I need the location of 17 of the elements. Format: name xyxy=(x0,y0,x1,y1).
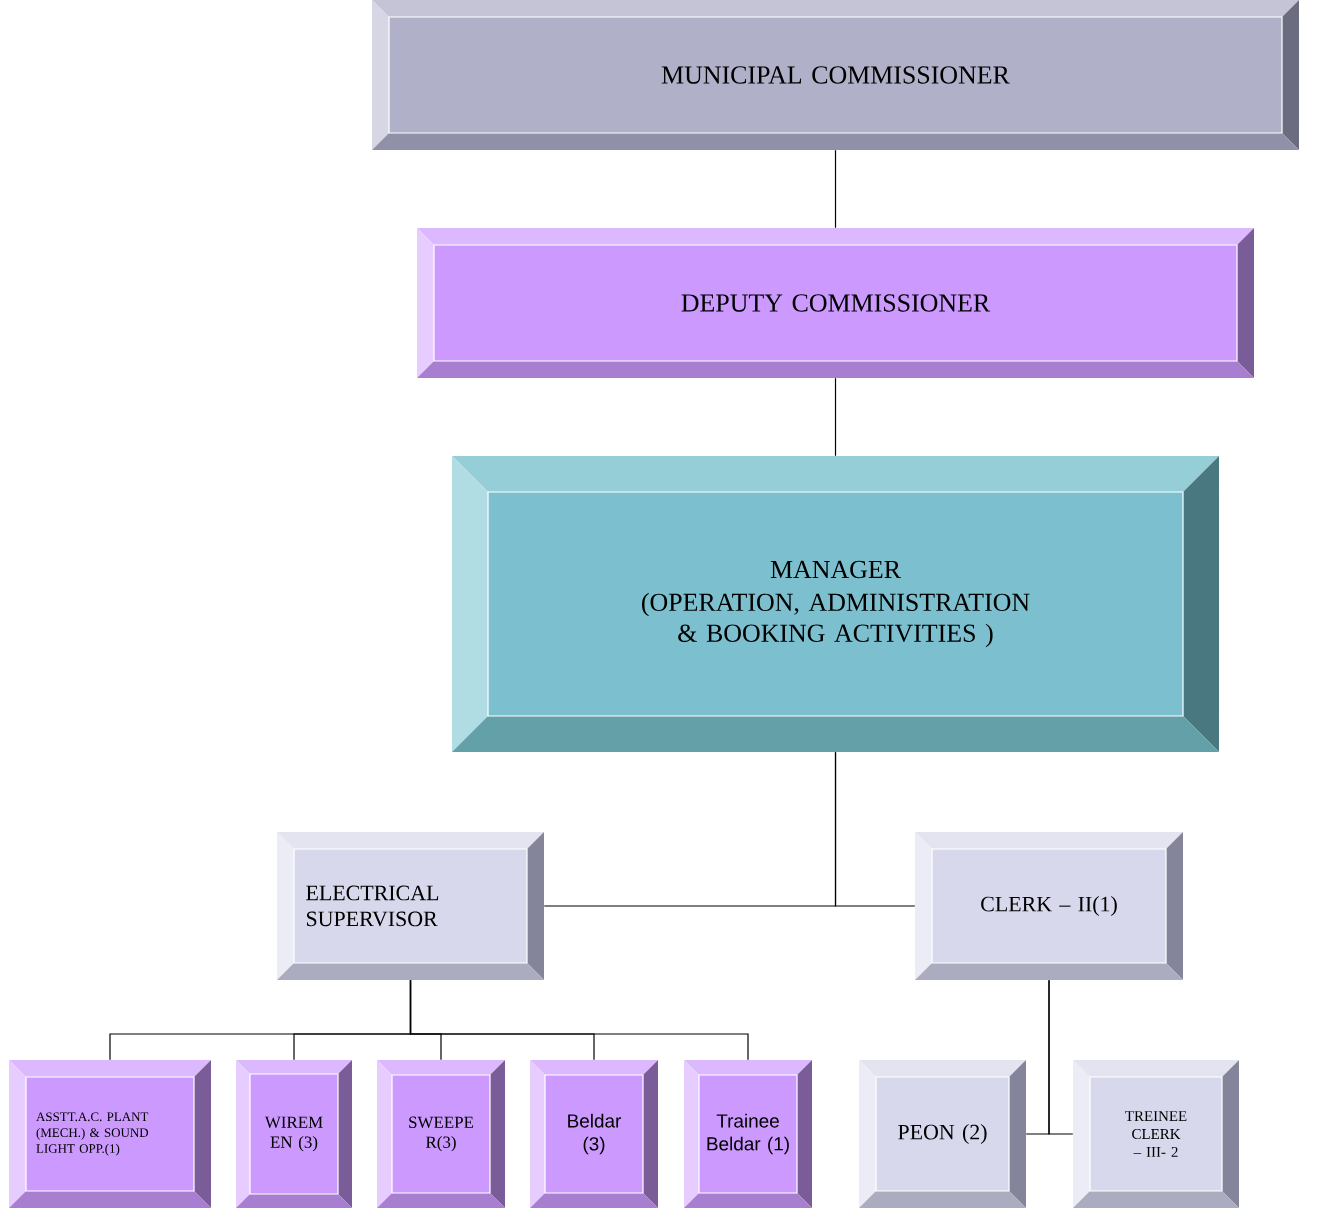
bevel-box: DEPUTY COMMISSIONER xyxy=(417,228,1254,378)
bevel-box: ELECTRICAL SUPERVISOR xyxy=(277,832,544,980)
bevel-box: TREINEE CLERK – III- 2 xyxy=(1073,1060,1239,1208)
bevel-box: MUNICIPAL COMMISSIONER xyxy=(372,0,1299,150)
bevel-box: WIREM EN (3) xyxy=(236,1060,352,1208)
connector-line xyxy=(1048,979,1074,1135)
bevel-box: MANAGER (OPERATION, ADMINISTRATION & BOOKING ACTIVITIES ) xyxy=(452,456,1219,752)
bevel-box: ASSTT.A.C. PLANT (MECH.) & SOUND LIGHT OPP.(1) xyxy=(9,1060,211,1208)
connector-line xyxy=(834,751,916,907)
connector-line xyxy=(409,979,749,1061)
bevel-box: Trainee Beldar (1) xyxy=(684,1060,812,1208)
bevel-box: SWEEPE R(3) xyxy=(377,1060,505,1208)
bevel-box: PEON (2) xyxy=(859,1060,1026,1208)
connector-line xyxy=(834,149,837,229)
bevel-box: Beldar (3) xyxy=(530,1060,658,1208)
connector-line xyxy=(834,377,837,457)
bevel-box: CLERK – II(1) xyxy=(915,832,1183,980)
